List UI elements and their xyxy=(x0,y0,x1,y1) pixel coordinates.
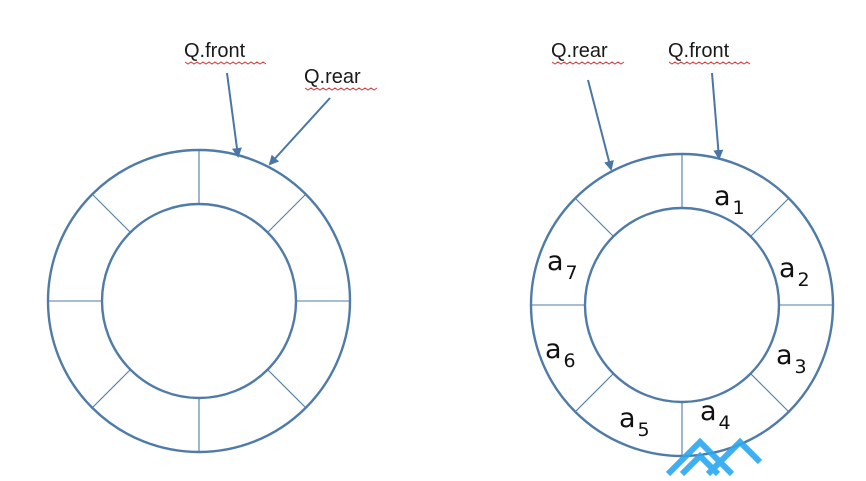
left-divider-top-left xyxy=(91,193,131,233)
left-circular-queue: Q.front Q.rear xyxy=(46,40,378,454)
right-divider-bottom-right xyxy=(750,373,790,413)
right-front-spellcheck-underline xyxy=(668,61,751,65)
left-divider-top-right xyxy=(267,193,307,233)
right-front-pointer: Q.front xyxy=(668,40,751,160)
right-rear-spellcheck-underline xyxy=(551,61,625,65)
left-front-spellcheck-underline xyxy=(184,61,267,65)
right-rear-pointer: Q.rear xyxy=(551,40,625,171)
right-front-arrow xyxy=(711,72,724,160)
right-divider-top-right xyxy=(750,197,790,237)
watermark-logo-icon xyxy=(665,437,763,477)
left-front-label: Q.front xyxy=(184,40,246,62)
left-divider-bottom-right xyxy=(267,369,307,409)
left-front-pointer: Q.front xyxy=(184,40,267,158)
left-divider-bottom-left xyxy=(91,369,131,409)
left-rear-pointer: Q.rear xyxy=(268,66,378,166)
right-divider-bottom-left xyxy=(574,373,614,413)
left-inner-ring xyxy=(100,202,298,400)
left-rear-label: Q.rear xyxy=(304,66,361,88)
right-rear-arrow xyxy=(587,79,614,171)
left-rear-spellcheck-underline xyxy=(304,87,378,91)
right-divider-top-left xyxy=(574,197,614,237)
right-rear-label: Q.rear xyxy=(551,40,608,62)
right-slot-dividers xyxy=(531,154,833,456)
left-rear-arrow xyxy=(268,97,331,166)
right-front-label: Q.front xyxy=(668,40,730,62)
right-inner-ring xyxy=(583,206,781,404)
left-front-arrow xyxy=(226,72,242,158)
left-slot-dividers xyxy=(48,150,350,452)
